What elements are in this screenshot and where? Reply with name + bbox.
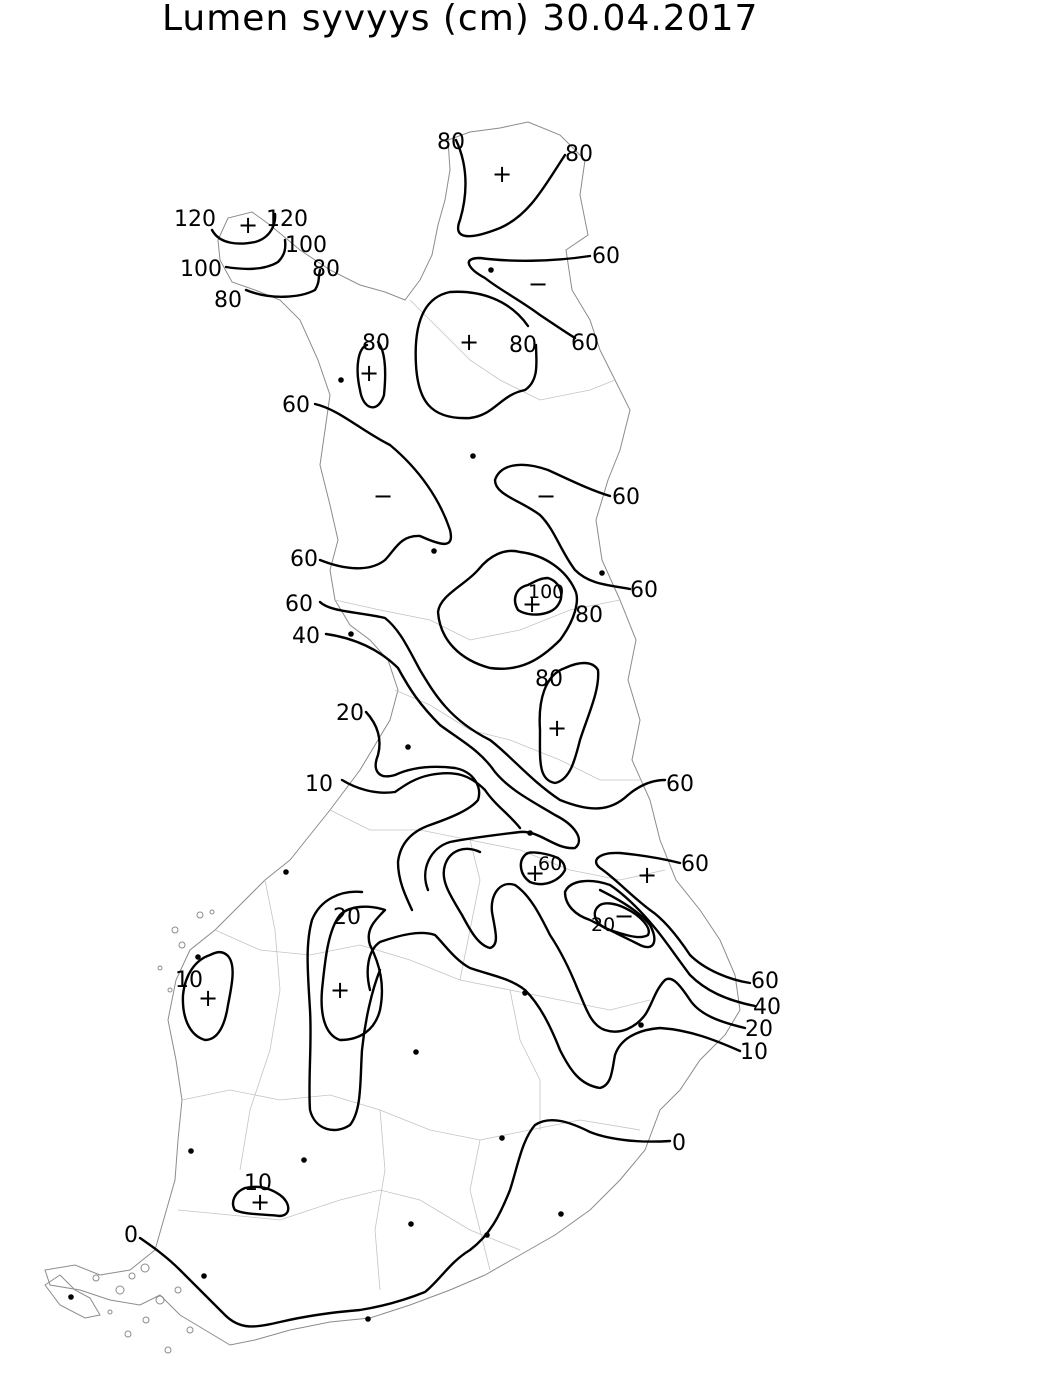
region-boundary-4 (329, 809, 666, 881)
region-boundary-8 (177, 1189, 521, 1251)
label-10: 10 (305, 772, 333, 797)
label-100: 100 (528, 581, 564, 603)
plus-marker: + (359, 359, 379, 387)
label-80: 80 (312, 257, 340, 282)
region-boundary-7 (181, 1089, 641, 1141)
label-120: 120 (174, 207, 216, 232)
plus-marker: + (525, 859, 545, 887)
label-60: 60 (290, 547, 318, 572)
label-80: 80 (575, 603, 603, 628)
label-80: 80 (362, 331, 390, 356)
region-boundary-9 (374, 1109, 386, 1291)
minus-marker: − (614, 902, 634, 930)
isolines (138, 138, 757, 1328)
plus-marker: + (198, 984, 218, 1012)
label-60: 60 (666, 772, 694, 797)
plus-marker: + (492, 160, 512, 188)
isoline-80-north (454, 138, 567, 238)
label-100: 100 (285, 233, 327, 258)
label-20: 20 (336, 701, 364, 726)
contour-labels: 80 80 120 120 100 100 80 80 60 60 80 80 … (124, 130, 781, 1248)
region-boundary-5 (239, 879, 281, 1171)
minus-marker: − (536, 482, 556, 510)
label-40: 40 (292, 624, 320, 649)
plus-marker: + (238, 211, 258, 239)
label-20: 20 (591, 914, 615, 936)
label-10: 10 (175, 968, 203, 993)
minus-marker: − (528, 270, 548, 298)
label-60: 60 (538, 853, 562, 875)
label-60: 60 (285, 592, 313, 617)
region-boundary-10 (469, 1139, 491, 1271)
label-40: 40 (753, 995, 781, 1020)
label-80: 80 (565, 142, 593, 167)
plus-marker: + (250, 1188, 270, 1216)
label-80: 80 (437, 130, 465, 155)
label-100: 100 (180, 257, 222, 282)
plus-marker: + (330, 976, 350, 1004)
label-10: 10 (244, 1171, 272, 1196)
label-60: 60 (571, 331, 599, 356)
label-80: 80 (214, 288, 242, 313)
label-20: 20 (745, 1017, 773, 1042)
plus-marker: + (522, 590, 542, 618)
extrema-markers: + + − + + − − + + + + − + + + (198, 160, 657, 1216)
label-60: 60 (751, 969, 779, 994)
label-10: 10 (740, 1040, 768, 1065)
region-boundary-11 (509, 989, 541, 1130)
archipelago (44, 909, 215, 1354)
label-60: 60 (681, 852, 709, 877)
label-60: 60 (612, 485, 640, 510)
map-title: Lumen syvyys (cm) 30.04.2017 (162, 0, 759, 39)
label-120: 120 (266, 207, 308, 232)
label-60: 60 (282, 393, 310, 418)
label-80: 80 (509, 333, 537, 358)
plus-marker: + (637, 861, 657, 889)
label-80: 80 (535, 667, 563, 692)
plus-marker: + (547, 714, 567, 742)
region-boundary-6 (214, 929, 651, 1011)
region-boundary-12 (459, 839, 481, 981)
label-20: 20 (333, 905, 361, 930)
region-boundary-1 (409, 299, 616, 401)
label-0: 0 (672, 1131, 686, 1156)
label-60: 60 (630, 578, 658, 603)
label-0: 0 (124, 1223, 138, 1248)
minus-marker: − (373, 482, 393, 510)
region-boundary-3 (394, 689, 640, 781)
finland-border (44, 121, 741, 1346)
plus-marker: + (459, 328, 479, 356)
region-boundary-2 (334, 599, 621, 641)
label-60: 60 (592, 244, 620, 269)
